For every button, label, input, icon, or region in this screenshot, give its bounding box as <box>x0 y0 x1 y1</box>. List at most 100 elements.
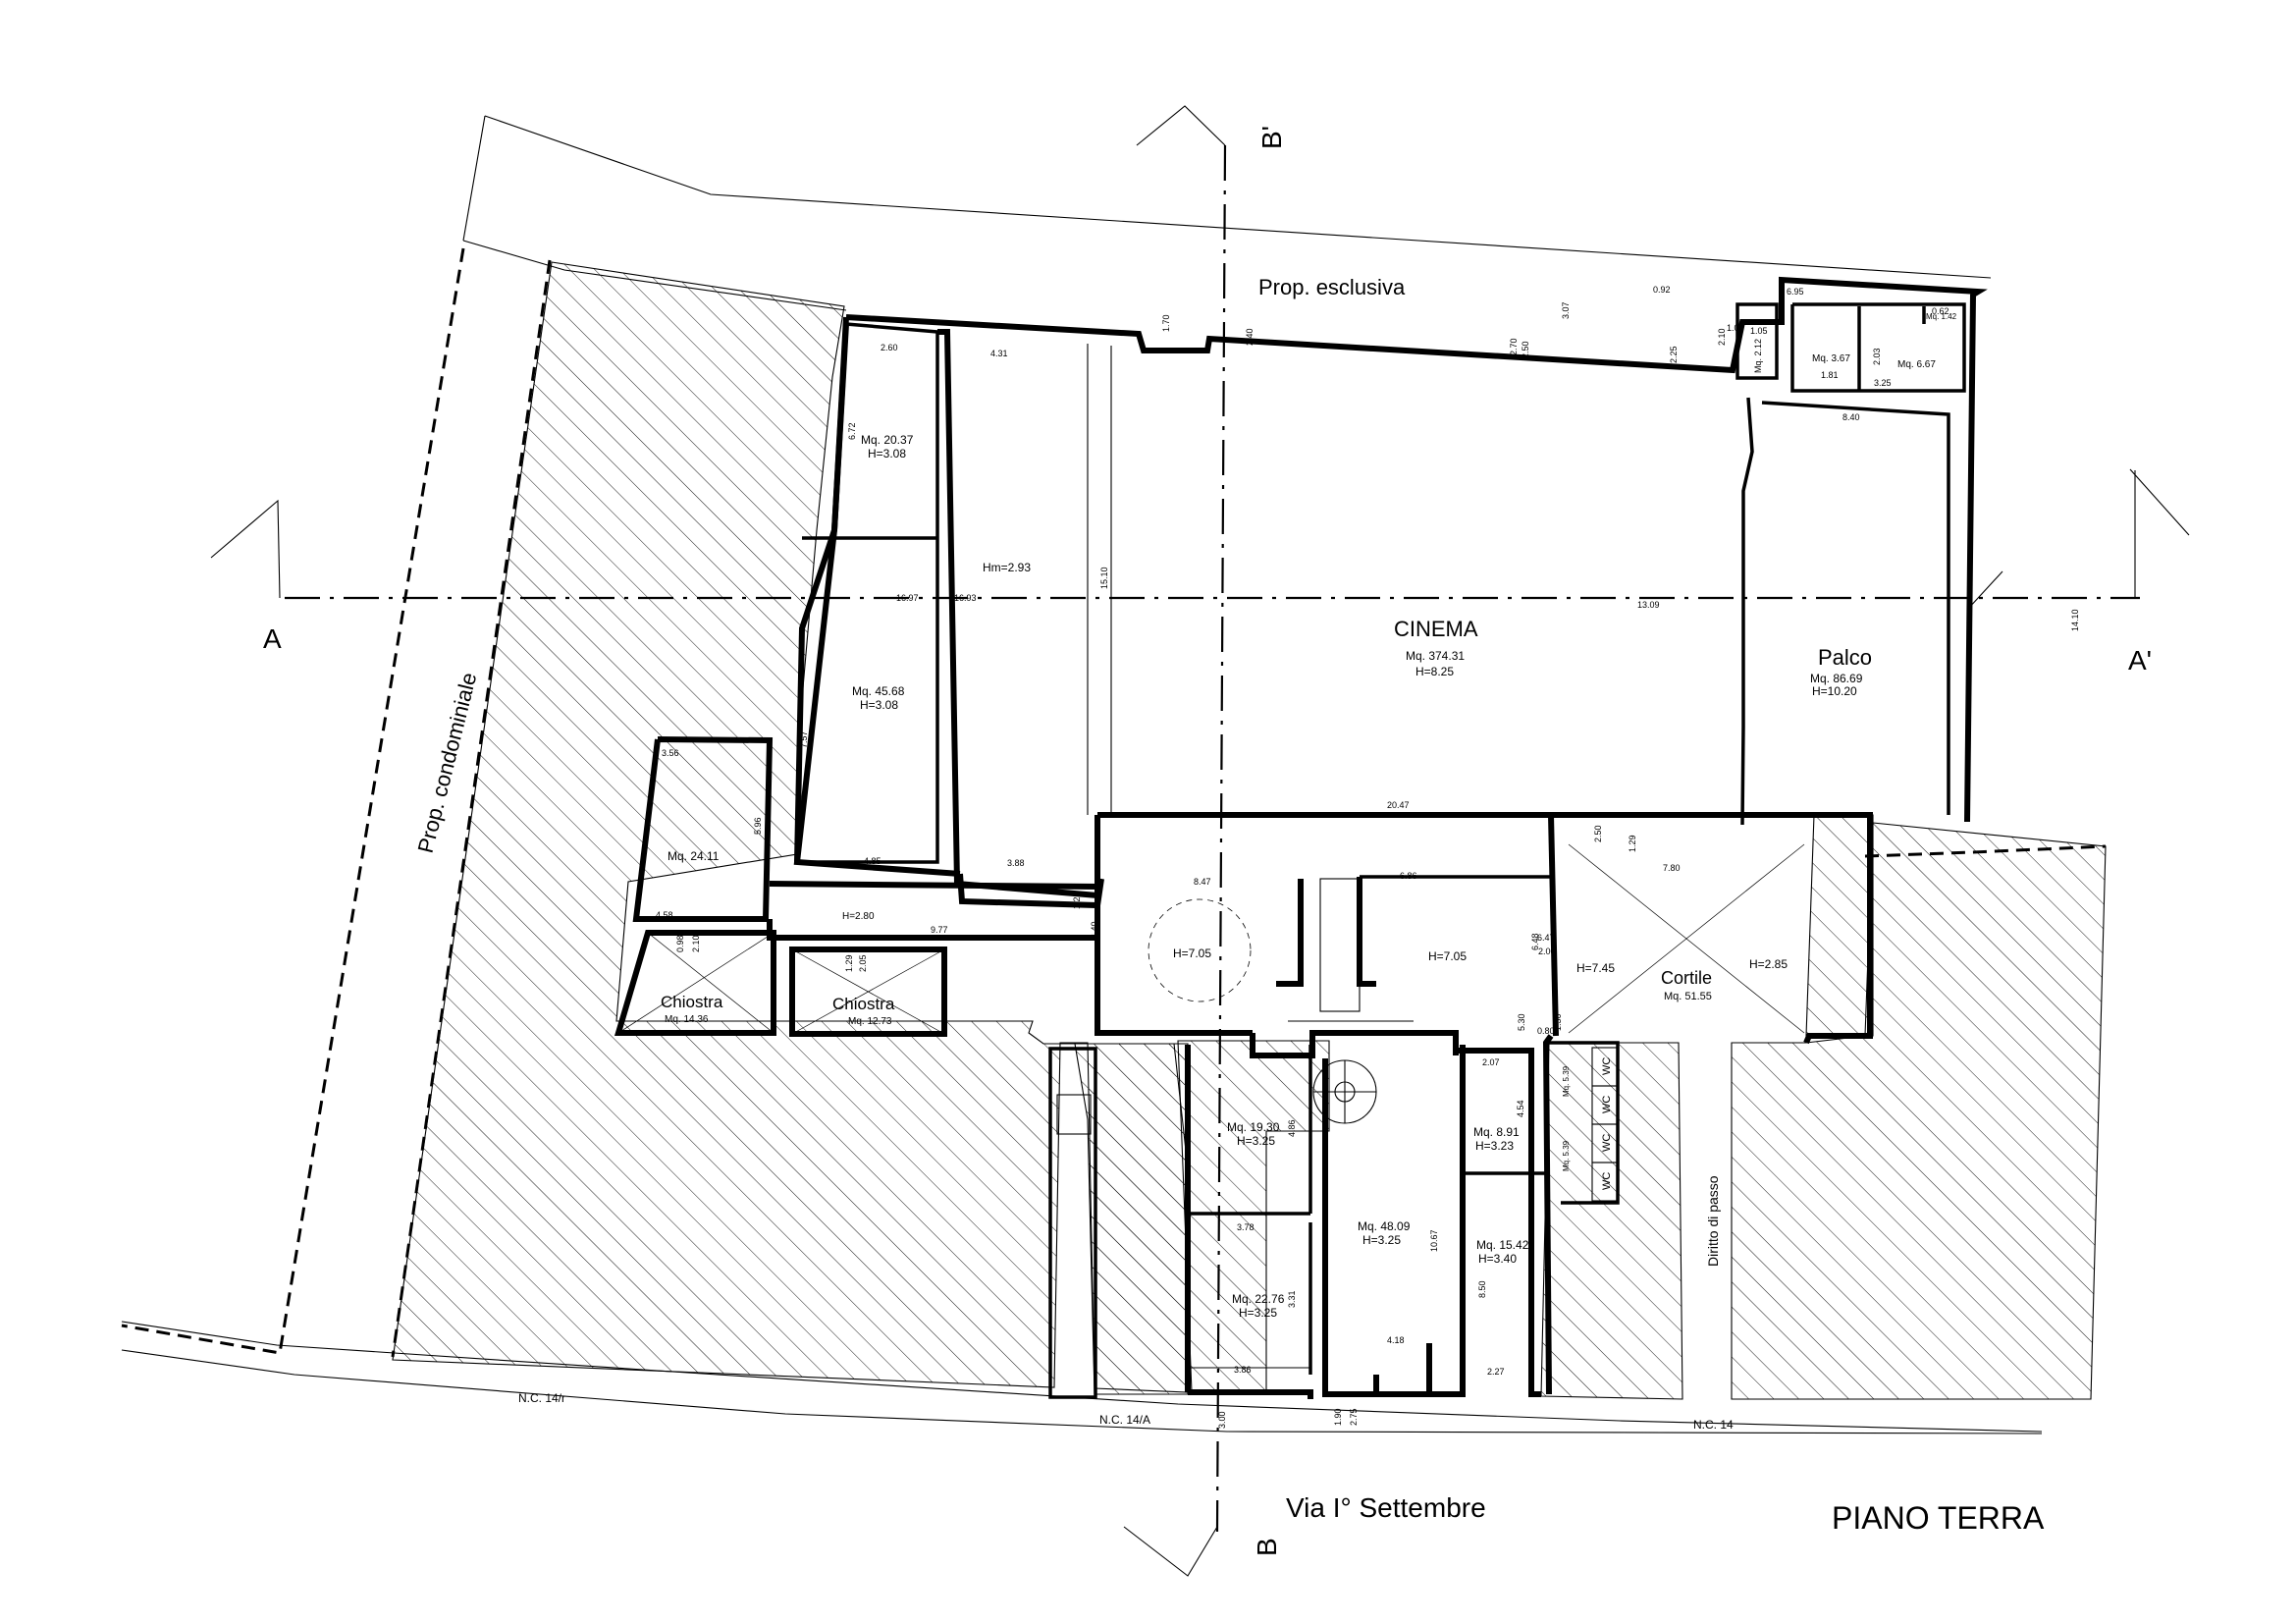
dimension-label: 2.25 <box>1669 346 1679 363</box>
dimension-label: 6.72 <box>847 422 857 440</box>
dimension-label: 1.70 <box>1161 314 1171 332</box>
room-height: H=3.40 <box>1478 1252 1517 1266</box>
cinema-area: Mq. 374.31 <box>1406 649 1465 663</box>
cinema-height: H=8.25 <box>1415 665 1454 678</box>
room-height: H=3.08 <box>860 698 898 712</box>
wc-label: WC <box>1601 1172 1613 1190</box>
dimension-label: 6.47 <box>1537 933 1555 943</box>
property-label-top: Prop. esclusiva <box>1258 275 1406 299</box>
dimension-label: 15.10 <box>1099 567 1109 589</box>
dimension-label: 0.92 <box>1653 285 1671 295</box>
height-label: H=7.45 <box>1576 961 1615 975</box>
dimension-label: 16.97 <box>896 593 919 603</box>
dimension-label: 1.28 <box>1072 892 1082 909</box>
room-area: Mq. 5.39 <box>1562 1140 1571 1171</box>
chiostra-2-area: Mq. 12.73 <box>848 1016 892 1027</box>
dimension-label: 3.56 <box>662 748 679 758</box>
room-height: H=3.25 <box>1239 1306 1277 1320</box>
palco-height: H=10.20 <box>1812 684 1857 698</box>
dimension-label: 20.47 <box>1387 800 1410 810</box>
dimension-label: 1.90 <box>1333 1408 1343 1426</box>
room-area: Mq. 19.30 <box>1227 1120 1280 1134</box>
dimension-label: 2.10 <box>1717 328 1727 346</box>
dimension-label: 2.40 <box>1245 328 1255 346</box>
central-lobby <box>1048 843 1805 1399</box>
section-a-left: A <box>263 623 282 654</box>
dimension-label: 7.57 <box>799 730 809 748</box>
room-height: H=3.08 <box>868 447 906 460</box>
wc-label: WC <box>1601 1057 1613 1075</box>
palco-area: Mq. 86.69 <box>1810 672 1863 685</box>
dimension-label: 2.07 <box>1482 1057 1500 1067</box>
dimension-label: 5.96 <box>753 817 763 835</box>
hatched-areas <box>392 261 2107 1400</box>
room-area: Mq. 20.37 <box>861 433 914 447</box>
street-name: Via I° Settembre <box>1286 1492 1486 1523</box>
sheet-title: PIANO TERRA <box>1832 1500 2045 1536</box>
room-height: H=3.23 <box>1475 1139 1514 1153</box>
cortile-area: Mq. 51.55 <box>1664 991 1712 1002</box>
room-area: Mq. 3.67 <box>1812 353 1850 364</box>
dimension-label: 3.78 <box>1237 1222 1255 1232</box>
height-label: Hm=2.93 <box>983 561 1031 574</box>
room-height: H=3.25 <box>1362 1233 1401 1247</box>
room-area: Mq. 45.68 <box>852 684 905 698</box>
dimension-label: 7.80 <box>1663 863 1681 873</box>
dimension-label: 4.58 <box>656 910 673 920</box>
dimension-label: 2.00 <box>1538 947 1556 956</box>
dimension-label: 4.86 <box>1287 1119 1297 1137</box>
dimension-label: 1.29 <box>844 954 854 972</box>
dimension-label: 4.54 <box>1516 1100 1525 1117</box>
street-number-right: N.C. 14 <box>1693 1418 1734 1432</box>
dimension-label: 16.93 <box>954 593 977 603</box>
section-lines <box>210 105 2190 1577</box>
dimension-label: 6.86 <box>1400 871 1417 881</box>
dimension-label: 3.88 <box>1007 858 1025 868</box>
room-area: Mq. 6.67 <box>1897 359 1936 370</box>
height-label: H=7.05 <box>1428 949 1467 963</box>
room-area: Mq. 15.42 <box>1476 1238 1529 1252</box>
dimension-label: 2.75 <box>1349 1408 1359 1426</box>
dimension-label: 4.85 <box>864 856 881 866</box>
dimension-label: 9.77 <box>931 925 948 935</box>
room-height: H=3.25 <box>1237 1134 1275 1148</box>
dimension-label: 1.05 <box>1750 326 1768 336</box>
dimension-label: 2.70 <box>1509 338 1519 355</box>
dimension-label: 3.07 <box>1561 301 1571 319</box>
dimension-label: 0.98 <box>675 935 685 952</box>
section-b-bottom: B <box>1252 1538 1282 1556</box>
street-number-left: N.C. 14/r <box>518 1391 565 1405</box>
dimension-label: 0.80 <box>1537 1026 1555 1036</box>
height-label: H=2.80 <box>842 911 875 922</box>
dimension-label: 10.67 <box>1429 1229 1439 1252</box>
dimension-label: 8.47 <box>1194 877 1211 887</box>
dimension-label: 0.62 <box>1932 306 1949 316</box>
room-area: Mq. 22.76 <box>1232 1292 1285 1306</box>
height-label: H=7.05 <box>1173 947 1211 960</box>
dimension-label: 4.18 <box>1387 1335 1405 1345</box>
chiostra-2-label: Chiostra <box>832 995 895 1013</box>
dimension-label: 6.40 <box>1090 921 1099 939</box>
room-area: Mq. 48.09 <box>1358 1219 1411 1233</box>
dimension-label: 1.81 <box>1821 370 1839 380</box>
section-b-top: B' <box>1256 126 1287 149</box>
building-walls <box>793 276 1988 1399</box>
dimension-label: 5.30 <box>1517 1013 1526 1031</box>
dimension-label: 3.86 <box>1234 1365 1252 1375</box>
street-block-rooms <box>1188 1045 1546 1375</box>
dimension-label: 1.30 <box>1553 1013 1563 1031</box>
dimension-label: 1.29 <box>1628 835 1637 852</box>
dimension-label: 2.60 <box>881 343 898 352</box>
chiostra-1-area: Mq. 14.36 <box>665 1014 709 1025</box>
room-area: Mq. 2.12 <box>1753 339 1763 373</box>
dimension-label: 2.50 <box>1593 825 1603 842</box>
section-a-right: A' <box>2128 645 2152 676</box>
palco-label: Palco <box>1818 645 1872 670</box>
dimension-label: 1.00 <box>1727 323 1744 333</box>
dimension-label: 2.27 <box>1487 1367 1505 1377</box>
dimension-label: 8.50 <box>1477 1280 1487 1298</box>
dimension-label: 2.50 <box>1521 341 1530 358</box>
